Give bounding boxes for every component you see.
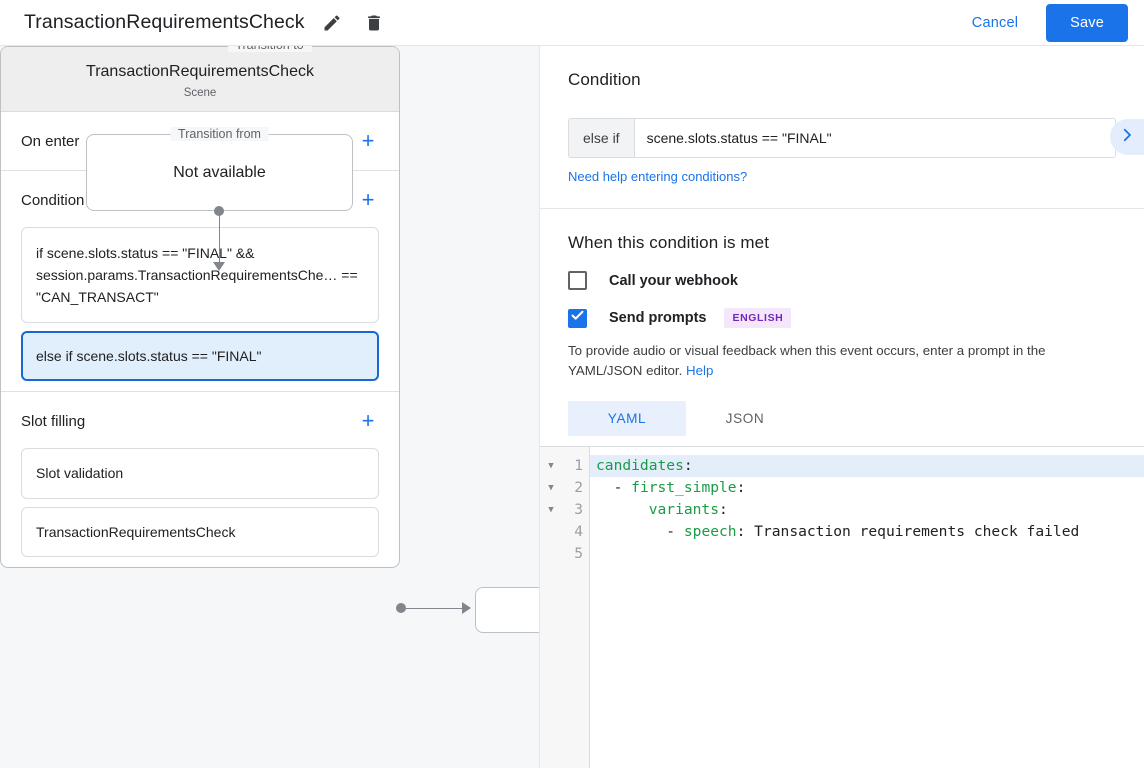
detail-panel: Condition else if Need help entering con…: [540, 46, 1144, 768]
condition-item-selected[interactable]: else if scene.slots.status == "FINAL": [21, 331, 379, 382]
fold-spacer: [540, 543, 562, 565]
transition-from-card[interactable]: Transition from Not available: [86, 127, 353, 211]
when-met-heading: When this condition is met: [568, 233, 770, 252]
expand-panel-button[interactable]: [1110, 119, 1144, 155]
body-split: Transition from Not available Transition…: [0, 46, 1144, 768]
prompts-help-link[interactable]: Help: [686, 363, 714, 379]
section-header-condition: Condition +: [1, 171, 399, 219]
when-met-block: When this condition is met Call your web…: [540, 209, 1144, 437]
option-call-webhook[interactable]: Call your webhook: [568, 271, 1116, 290]
panel-divider: [540, 208, 1144, 209]
chevron-right-icon: [1118, 126, 1136, 149]
flow-canvas[interactable]: Transition from Not available Transition…: [0, 46, 540, 768]
slot-filling-item[interactable]: Slot validation: [21, 448, 379, 499]
editor-line-number: 1: [574, 457, 583, 475]
condition-input-row[interactable]: else if: [568, 118, 1116, 158]
delete-button[interactable]: [359, 8, 389, 38]
scene-name: TransactionRequirementsCheck: [86, 63, 314, 80]
section-title-condition: Condition: [21, 191, 85, 209]
transition-from-legend: Transition from: [170, 127, 269, 141]
next-target-node[interactable]: [475, 587, 539, 633]
send-prompts-checkbox[interactable]: [568, 308, 587, 328]
scene-section-condition: Condition + if scene.slots.status == "FI…: [1, 171, 399, 393]
slot-filling-item[interactable]: TransactionRequirementsCheck: [21, 506, 379, 557]
transition-to-legend: Transition to: [227, 46, 312, 52]
condition-expression-input[interactable]: [634, 119, 1115, 157]
section-header-on-enter: On enter +: [1, 112, 399, 160]
language-badge: ENGLISH: [724, 308, 792, 328]
scene-section-slot-filling: Slot filling + Slot validation Transacti…: [1, 392, 399, 566]
editor-line-number: 3: [574, 501, 583, 519]
editor-fold-gutter[interactable]: ▼ ▼ ▼: [540, 447, 562, 768]
condition-prefix-label: else if: [569, 119, 635, 157]
app-header: TransactionRequirementsCheck Cancel Save: [0, 0, 1144, 46]
connector-arrow-down: [213, 262, 225, 271]
section-title-on-enter: On enter: [21, 132, 80, 150]
edit-name-button[interactable]: [317, 8, 347, 38]
page-title: TransactionRequirementsCheck: [24, 11, 305, 33]
scene-header: TransactionRequirementsCheck Scene: [1, 47, 399, 112]
option-send-prompts[interactable]: Send prompts ENGLISH: [568, 308, 1116, 328]
pencil-icon: [322, 13, 342, 33]
connector-arrow-right: [462, 602, 471, 614]
editor-line-number: 5: [574, 545, 583, 563]
prompts-helper-text: To provide audio or visual feedback when…: [568, 341, 1116, 381]
scene-type: Scene: [183, 87, 217, 99]
connector-line-horizontal: [401, 607, 465, 609]
fold-toggle-icon[interactable]: ▼: [548, 461, 554, 472]
condition-block: Condition else if Need help entering con…: [540, 46, 1144, 186]
cancel-button[interactable]: Cancel: [958, 7, 1032, 39]
flow-canvas-inner: Transition from Not available Transition…: [0, 46, 539, 768]
editor-line-number: 4: [574, 523, 583, 541]
section-header-slot-filling: Slot filling +: [1, 392, 399, 440]
editor-code-line[interactable]: candidates:: [590, 455, 1144, 478]
prompts-helper-sentence: To provide audio or visual feedback when…: [568, 343, 1046, 379]
transition-to-card[interactable]: Transition to TransactionRequirementsChe…: [0, 46, 400, 568]
prompt-code-editor[interactable]: ▼ ▼ ▼ 1 2 3 4 5 candidates: - first_simple: va…: [540, 446, 1144, 768]
editor-format-tabs: YAML JSON: [568, 401, 1116, 437]
editor-code-line[interactable]: - first_simple:: [596, 479, 746, 497]
call-webhook-label: Call your webhook: [609, 272, 738, 289]
call-webhook-checkbox[interactable]: [568, 271, 587, 290]
trash-icon: [364, 13, 384, 33]
editor-code-line[interactable]: [590, 543, 1144, 565]
add-condition-button[interactable]: +: [361, 187, 375, 212]
add-slot-filling-button[interactable]: +: [361, 408, 375, 434]
fold-toggle-icon[interactable]: ▼: [548, 505, 554, 516]
editor-code-area[interactable]: candidates: - first_simple: variants: - …: [590, 447, 1144, 768]
add-on-enter-button[interactable]: +: [361, 128, 375, 153]
condition-item[interactable]: if scene.slots.status == "FINAL" && sess…: [21, 227, 379, 324]
editor-line-number-gutter: 1 2 3 4 5: [562, 447, 590, 768]
editor-code-line[interactable]: - speech: Transaction requirements check…: [596, 523, 1080, 541]
editor-code-line[interactable]: variants:: [648, 501, 728, 519]
condition-help-link[interactable]: Need help entering conditions?: [568, 169, 748, 184]
save-button[interactable]: Save: [1046, 3, 1128, 42]
tab-yaml[interactable]: YAML: [568, 401, 686, 437]
section-title-slot-filling: Slot filling: [21, 412, 86, 430]
connector-line-vertical: [218, 211, 220, 263]
editor-line-number: 2: [574, 479, 583, 497]
condition-heading: Condition: [568, 70, 641, 89]
tab-json[interactable]: JSON: [725, 411, 765, 427]
transition-from-value: Not available: [173, 163, 266, 181]
check-icon: [570, 308, 585, 328]
fold-spacer: [540, 521, 562, 543]
fold-toggle-icon[interactable]: ▼: [548, 483, 554, 494]
send-prompts-label: Send prompts: [609, 310, 707, 326]
